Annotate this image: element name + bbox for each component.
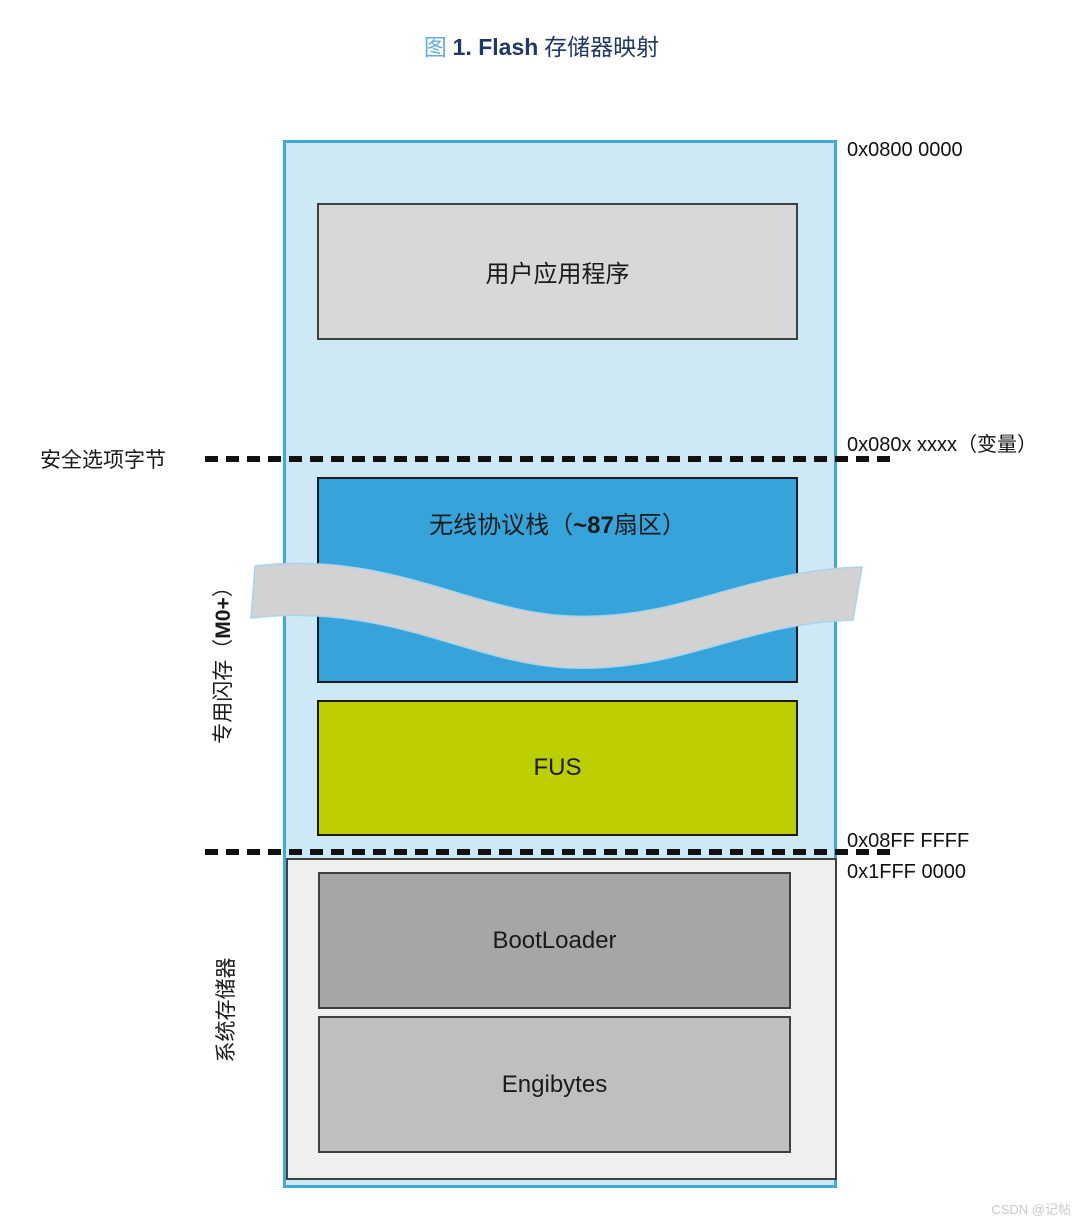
block-bootloader: BootLoader <box>318 872 791 1009</box>
block-fus: FUS <box>317 700 798 836</box>
figure-number: 1. Flash <box>452 34 539 60</box>
block-wireless-stack: 无线协议栈（~87扇区） <box>317 477 798 683</box>
block-engibytes: Engibytes <box>318 1016 791 1153</box>
block-wireless-stack-label: 无线协议栈（~87扇区） <box>429 512 686 539</box>
figure-name: 存储器映射 <box>544 35 660 60</box>
block-user-application: 用户应用程序 <box>317 203 798 340</box>
figure-label: 图 <box>423 35 447 60</box>
address-variable-boundary: 0x080x xxxx（变量） <box>847 434 1038 456</box>
secure-option-bytes-label: 安全选项字节 <box>40 448 166 472</box>
block-engibytes-label: Engibytes <box>501 1070 608 1098</box>
block-bootloader-label: BootLoader <box>492 926 617 954</box>
address-flash-end: 0x08FF FFFF <box>847 830 970 852</box>
block-user-application-label: 用户应用程序 <box>485 262 630 288</box>
address-flash-start: 0x0800 0000 <box>847 139 963 161</box>
dedicated-flash-side-label: 专用闪存（M0+） <box>211 576 235 744</box>
figure-title: 图 1. Flash 存储器映射 <box>0 28 1083 62</box>
watermark: CSDN @记帖 <box>991 1202 1071 1217</box>
block-fus-label: FUS <box>533 754 582 781</box>
address-system-memory: 0x1FFF 0000 <box>847 861 966 883</box>
system-memory-side-label: 系统存储器 <box>214 957 238 1063</box>
